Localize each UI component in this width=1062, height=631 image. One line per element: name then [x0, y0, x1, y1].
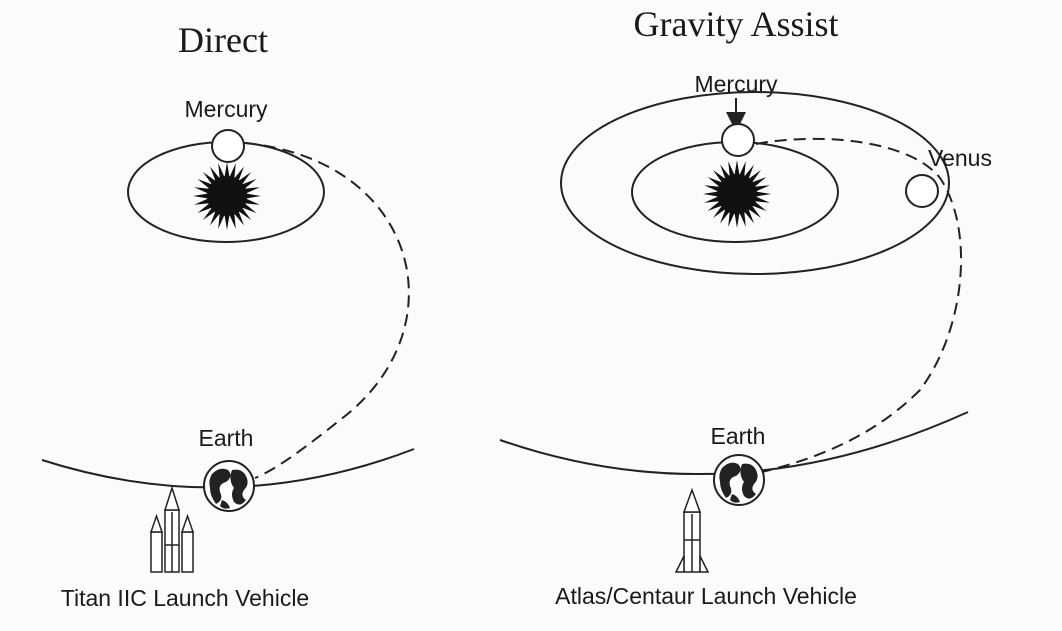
gravity-earth-label: Earth: [711, 423, 766, 449]
gravity-venus-label: Venus: [928, 145, 992, 171]
gravity-venus-icon: [905, 174, 939, 208]
direct-mercury-label: Mercury: [184, 96, 268, 122]
direct-mercury-icon: [211, 129, 245, 163]
direct-sun-icon: [193, 162, 261, 230]
direct-earth-label: Earth: [199, 425, 254, 451]
gravity-assist-title: Gravity Assist: [633, 4, 838, 44]
titan-iic-rocket-icon: [149, 485, 195, 573]
gravity-mercury-icon: [721, 123, 755, 157]
atlas-centaur-rocket-icon: [674, 487, 710, 573]
gravity-assist-panel: Gravity Assist Mercury Venus Earth Atlas: [499, 4, 992, 609]
direct-earth-icon: [203, 460, 255, 512]
gravity-sun-icon: [703, 160, 771, 228]
gravity-venus-orbit: [560, 91, 950, 275]
direct-transfer-trajectory: [244, 142, 410, 479]
direct-vehicle-caption: Titan IIC Launch Vehicle: [61, 585, 309, 611]
gravity-vehicle-caption: Atlas/Centaur Launch Vehicle: [555, 583, 857, 609]
gravity-transfer-trajectory: [755, 137, 962, 473]
direct-panel: Direct Mercury Earth Titan IIC Launch Ve…: [41, 20, 415, 611]
gravity-earth-icon: [713, 454, 765, 506]
direct-title: Direct: [178, 20, 268, 60]
